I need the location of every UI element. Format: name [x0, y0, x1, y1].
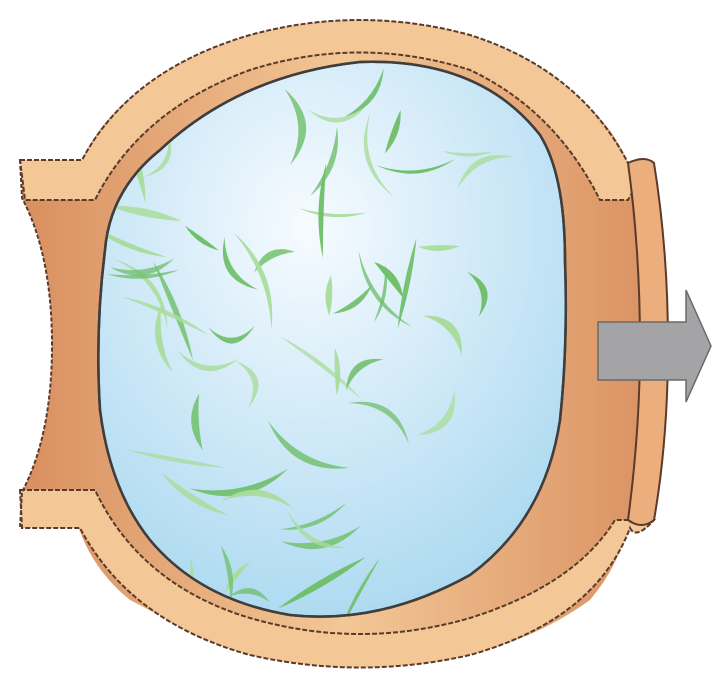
diagram-canvas: [0, 0, 713, 679]
vessel-diagram: [0, 0, 713, 679]
